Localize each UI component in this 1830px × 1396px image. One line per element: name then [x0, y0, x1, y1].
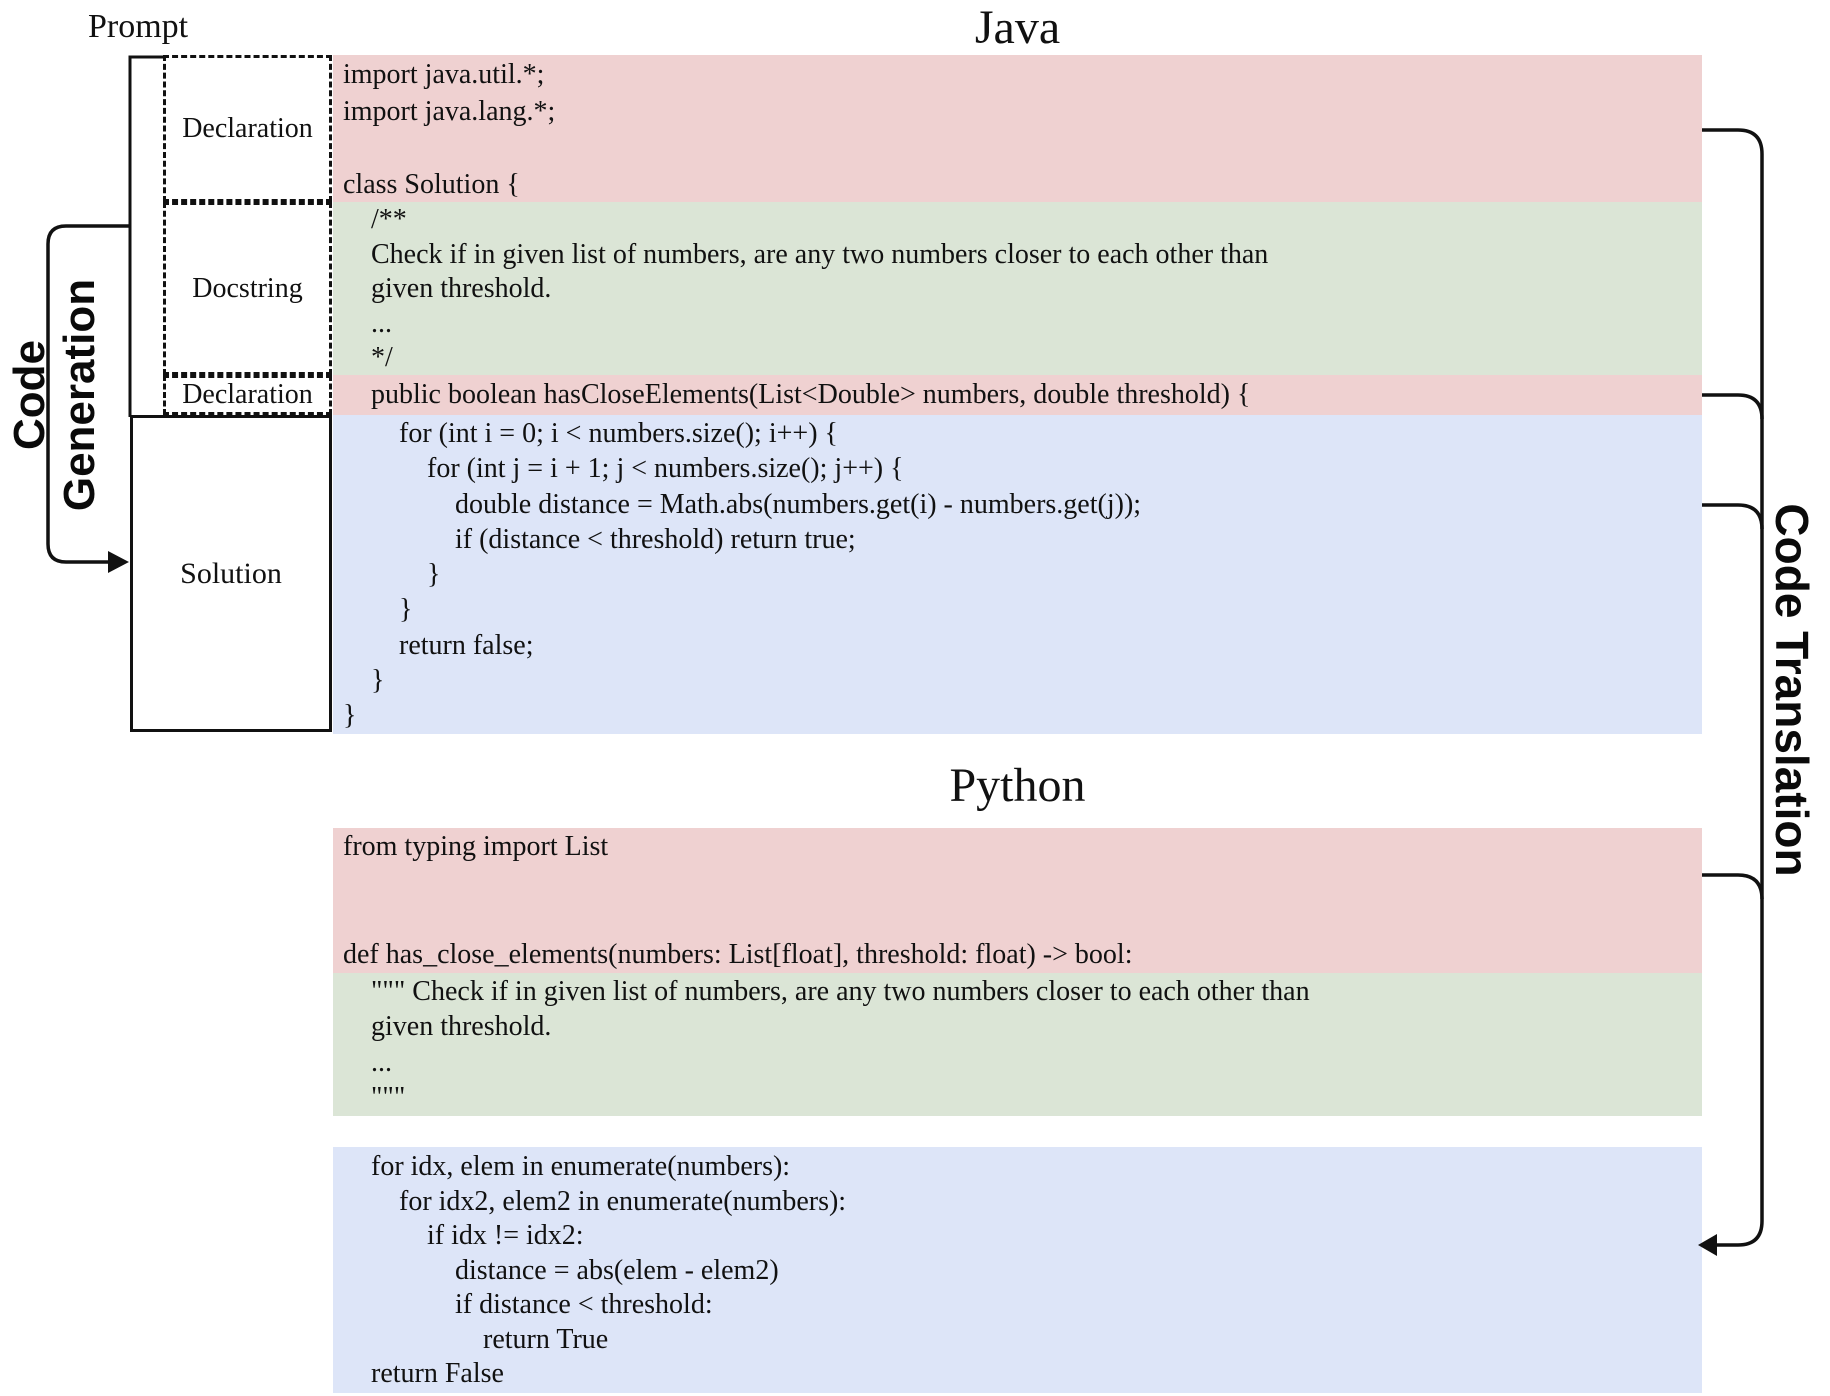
- code-translation-stub-solution: [1702, 503, 1764, 530]
- code-line: if idx != idx2:: [427, 1220, 584, 1251]
- code-line: def has_close_elements(numbers: List[flo…: [343, 939, 1133, 970]
- code-line: distance = abs(elem - elem2): [455, 1254, 779, 1286]
- code-line: ...: [371, 307, 392, 339]
- code-translation-label: Code Translation: [1764, 450, 1820, 930]
- python-title: Python: [949, 759, 1086, 812]
- code-line: ...: [371, 1046, 392, 1078]
- prompt-label: Prompt: [88, 8, 189, 45]
- python-declaration-block: from typing import List def has_close_el…: [333, 828, 1702, 974]
- code-generation-label-line2: Generation: [55, 278, 104, 512]
- docstring-box-label: Docstring: [192, 272, 303, 304]
- code-generation-label-line1: Code: [5, 340, 54, 450]
- code-line: from typing import List: [343, 831, 609, 862]
- code-line: class Solution {: [343, 168, 520, 200]
- declaration-box-2: Declaration: [163, 375, 332, 415]
- code-line: Check if in given list of numbers, are a…: [371, 238, 1269, 270]
- prompt-group-line: [128, 55, 163, 417]
- code-line: if (distance < threshold) return true;: [455, 523, 856, 555]
- code-line: }: [399, 594, 413, 626]
- arrow-right-icon: [108, 551, 129, 573]
- code-line: */: [371, 342, 393, 373]
- solution-box-label: Solution: [180, 556, 282, 590]
- code-line: [333, 130, 1702, 167]
- code-line: for (int j = i + 1; j < numbers.size(); …: [427, 453, 904, 485]
- declaration-box-1: Declaration: [163, 55, 332, 202]
- code-line: for idx2, elem2 in enumerate(numbers):: [399, 1185, 847, 1217]
- code-line: import java.util.*;: [343, 59, 545, 90]
- code-line: for idx, elem in enumerate(numbers):: [371, 1151, 791, 1182]
- python-docstring-block: """ Check if in given list of numbers, a…: [333, 973, 1702, 1116]
- code-line: }: [343, 700, 357, 732]
- code-line: public boolean hasCloseElements(List<Dou…: [371, 379, 1251, 410]
- declaration-box-1-label: Declaration: [182, 112, 313, 144]
- code-line: [333, 865, 1702, 901]
- java-declaration-block: import java.util.*; import java.lang.*; c…: [333, 55, 1702, 204]
- java-title: Java: [974, 1, 1061, 54]
- code-translation-stub-python-prompt: [1702, 873, 1764, 900]
- code-line: /**: [371, 204, 407, 235]
- code-line: double distance = Math.abs(numbers.get(i…: [455, 488, 1142, 520]
- python-solution-block: for idx, elem in enumerate(numbers):for …: [333, 1147, 1702, 1393]
- code-line: for (int i = 0; i < numbers.size(); i++)…: [399, 418, 838, 449]
- code-line: given threshold.: [371, 273, 552, 304]
- code-line: return False: [371, 1358, 504, 1389]
- code-line: """: [371, 1082, 406, 1114]
- code-line: if distance < threshold:: [455, 1289, 713, 1320]
- code-translation-stub-declaration: [1702, 393, 1764, 420]
- code-line: """ Check if in given list of numbers, a…: [371, 976, 1310, 1007]
- code-translation-label-text: Code Translation: [1766, 503, 1818, 877]
- code-generation-label: Code Generation: [5, 215, 105, 575]
- code-line: import java.lang.*;: [343, 95, 556, 127]
- docstring-box: Docstring: [163, 202, 332, 375]
- java-solution-block: for (int i = 0; i < numbers.size(); i++)…: [333, 415, 1702, 734]
- code-line: }: [427, 559, 441, 591]
- solution-box: Solution: [130, 415, 332, 732]
- declaration-box-2-label: Declaration: [182, 379, 313, 410]
- code-line: return True: [483, 1323, 609, 1355]
- java-docstring-block: /**Check if in given list of numbers, ar…: [333, 202, 1702, 376]
- code-line: given threshold.: [371, 1011, 552, 1043]
- code-line: }: [371, 665, 385, 697]
- code-line: [333, 901, 1702, 937]
- java-method-declaration-block: public boolean hasCloseElements(List<Dou…: [333, 375, 1702, 415]
- code-line: return false;: [399, 629, 534, 661]
- code-translation-main-path: [1702, 128, 1764, 1247]
